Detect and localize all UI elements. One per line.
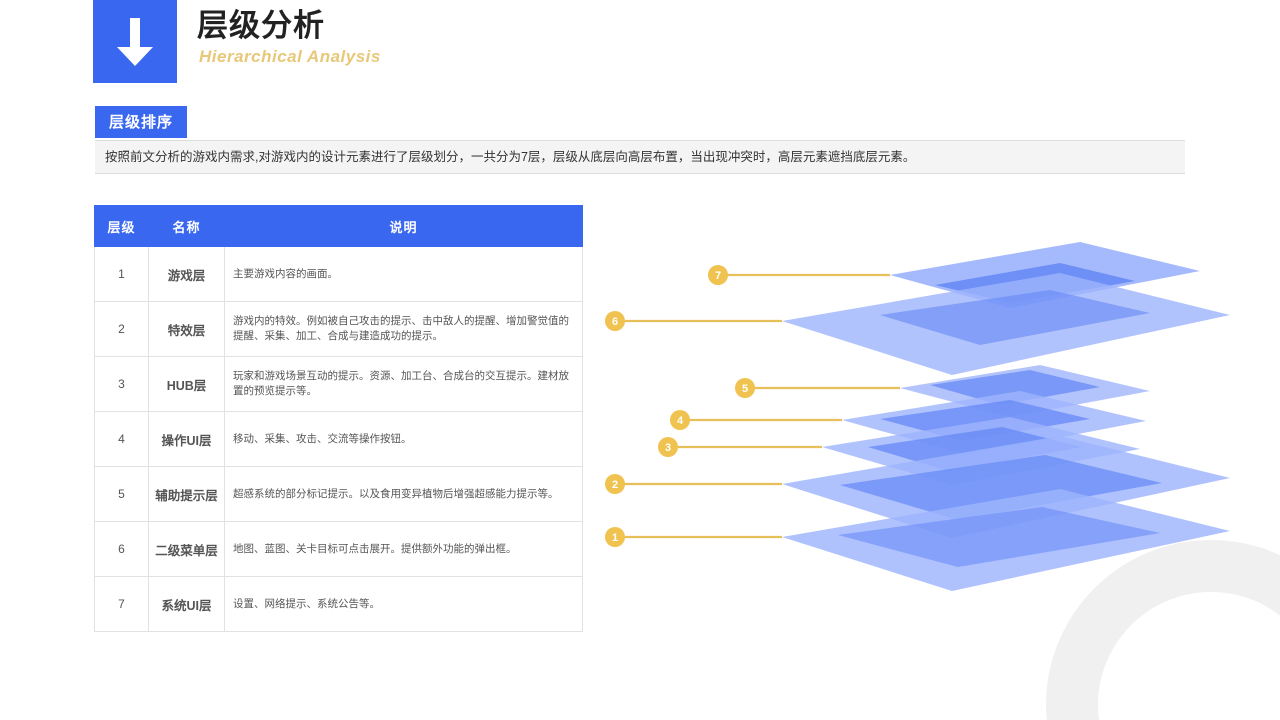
cell-level: 1: [94, 246, 149, 302]
marker-6[interactable]: 6: [605, 311, 625, 331]
cell-name: 辅助提示层: [148, 466, 225, 522]
cell-desc: 超感系统的部分标记提示。以及食用变异植物后增强超感能力提示等。: [224, 466, 583, 522]
cell-level: 7: [94, 576, 149, 632]
cell-level: 6: [94, 521, 149, 577]
cell-desc: 游戏内的特效。例如被自己攻击的提示、击中敌人的提醒、增加警觉值的提醒、采集、加工…: [224, 301, 583, 357]
section-tag: 层级排序: [95, 106, 188, 138]
connector-lines: [618, 273, 900, 539]
column-header-level: 层级: [94, 205, 149, 247]
table-row: 5 辅助提示层 超感系统的部分标记提示。以及食用变异植物后增强超感能力提示等。: [94, 466, 583, 522]
layer-stack-diagram: 7 6 5 4 3: [590, 195, 1280, 665]
cell-desc: 移动、采集、攻击、交流等操作按钮。: [224, 411, 583, 467]
cell-level: 2: [94, 301, 149, 357]
cell-name: 二级菜单层: [148, 521, 225, 577]
cell-level: 4: [94, 411, 149, 467]
table-row: 3 HUB层 玩家和游戏场景互动的提示。资源、加工台、合成台的交互提示。建材放置…: [94, 356, 583, 412]
marker-2[interactable]: 2: [605, 474, 625, 494]
title-block: 层级分析 Hierarchical Analysis: [197, 0, 381, 67]
cell-desc: 设置、网络提示、系统公告等。: [224, 576, 583, 632]
marker-label-3: 3: [665, 442, 671, 454]
layer-plane-6: [782, 273, 1230, 375]
cell-level: 5: [94, 466, 149, 522]
cell-name: 特效层: [148, 301, 225, 357]
marker-label-2: 2: [612, 479, 618, 491]
table-row: 2 特效层 游戏内的特效。例如被自己攻击的提示、击中敌人的提醒、增加警觉值的提醒…: [94, 301, 583, 357]
cell-name: HUB层: [148, 356, 225, 412]
marker-7[interactable]: 7: [708, 265, 728, 285]
table-row: 7 系统UI层 设置、网络提示、系统公告等。: [94, 576, 583, 632]
down-arrow-icon: [93, 0, 177, 83]
cell-desc: 玩家和游戏场景互动的提示。资源、加工台、合成台的交互提示。建材放置的预览提示等。: [224, 356, 583, 412]
marker-1[interactable]: 1: [605, 527, 625, 547]
cell-name: 游戏层: [148, 246, 225, 302]
table-header-row: 层级 名称 说明: [94, 205, 583, 247]
layer-plane-2: [782, 436, 1230, 538]
marker-label-6: 6: [612, 316, 618, 328]
cell-desc: 地图、蓝图、关卡目标可点击展开。提供额外功能的弹出框。: [224, 521, 583, 577]
page-title: 层级分析: [197, 8, 325, 43]
table-row: 4 操作UI层 移动、采集、攻击、交流等操作按钮。: [94, 411, 583, 467]
cell-level: 3: [94, 356, 149, 412]
layer-markers: 7 6 5 4 3: [605, 265, 755, 547]
marker-5[interactable]: 5: [735, 378, 755, 398]
layer-table: 层级 名称 说明 1 游戏层 主要游戏内容的画面。 2 特效层 游戏内的特效。例…: [94, 205, 583, 632]
section-description: 按照前文分析的游戏内需求,对游戏内的设计元素进行了层级划分，一共分为7层，层级从…: [95, 140, 1185, 174]
slide-header: 层级分析 Hierarchical Analysis: [93, 0, 381, 83]
layer-plane-1: [782, 489, 1230, 591]
marker-4[interactable]: 4: [670, 410, 690, 430]
table-body: 1 游戏层 主要游戏内容的画面。 2 特效层 游戏内的特效。例如被自己攻击的提示…: [94, 246, 583, 632]
table-row: 6 二级菜单层 地图、蓝图、关卡目标可点击展开。提供额外功能的弹出框。: [94, 521, 583, 577]
cell-name: 操作UI层: [148, 411, 225, 467]
column-header-desc: 说明: [224, 205, 583, 247]
marker-label-5: 5: [742, 383, 748, 395]
table-row: 1 游戏层 主要游戏内容的画面。: [94, 246, 583, 302]
marker-label-1: 1: [612, 532, 618, 544]
column-header-name: 名称: [148, 205, 225, 247]
marker-3[interactable]: 3: [658, 437, 678, 457]
cell-desc: 主要游戏内容的画面。: [224, 246, 583, 302]
page-subtitle: Hierarchical Analysis: [199, 46, 381, 66]
marker-label-7: 7: [715, 270, 721, 282]
marker-label-4: 4: [677, 415, 684, 427]
cell-name: 系统UI层: [148, 576, 225, 632]
